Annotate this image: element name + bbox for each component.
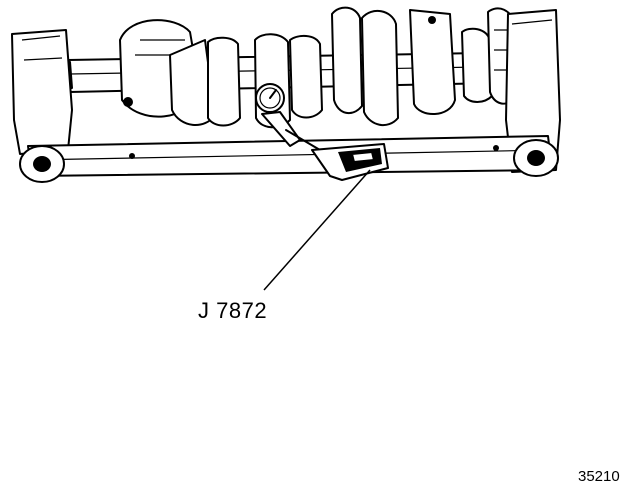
- leader-line: [263, 169, 371, 291]
- crankshaft: [47, 6, 543, 129]
- tool-callout-label: J 7872: [198, 298, 268, 323]
- roller-feet: [19, 139, 559, 183]
- crank-pin-1: [207, 36, 241, 127]
- crank-pin-3: [461, 27, 493, 103]
- dial-indicator: [255, 83, 321, 151]
- j7872-tool: [311, 143, 389, 181]
- counterweight-4: [331, 6, 363, 115]
- figure-number: 35210: [578, 468, 620, 485]
- counterweight-5: [361, 9, 399, 127]
- fixture-uprights: [11, 9, 561, 173]
- counterweight-6: [409, 9, 456, 115]
- crank-pin-2: [289, 34, 323, 119]
